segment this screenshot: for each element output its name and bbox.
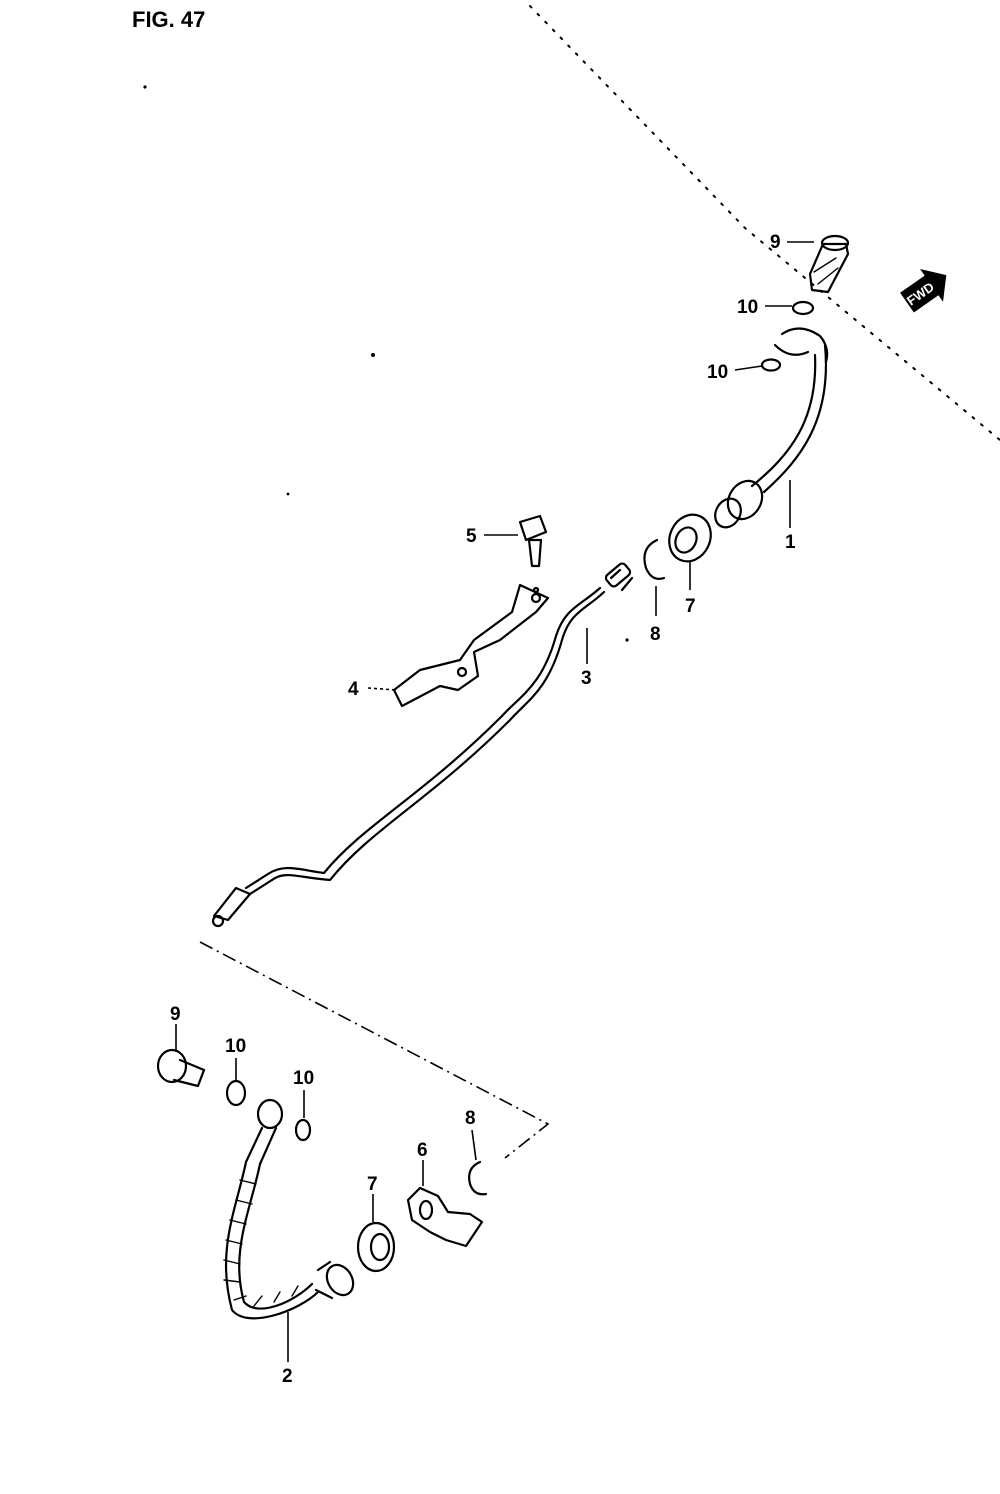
callout-10: 10 xyxy=(707,362,728,383)
speck xyxy=(625,638,629,642)
part-7-grommet-top xyxy=(668,513,712,563)
forward-arrow-icon xyxy=(900,269,947,313)
callout-8: 8 xyxy=(465,1108,476,1129)
callout-10: 10 xyxy=(737,297,758,318)
callout-5: 5 xyxy=(466,526,477,547)
part-10-washer xyxy=(760,358,782,372)
part-10-washer xyxy=(791,300,815,316)
speck xyxy=(286,492,290,496)
callout-10: 10 xyxy=(293,1068,314,1089)
callout-7: 7 xyxy=(685,596,696,617)
part-8-clip-top xyxy=(643,538,666,580)
part-3-brake-pipe xyxy=(211,562,634,928)
callout-10: 10 xyxy=(225,1036,246,1057)
callout-8: 8 xyxy=(650,624,661,645)
bracket-hole xyxy=(456,666,468,678)
part-10-washer xyxy=(294,1118,312,1142)
figure-title: FIG. 47 xyxy=(132,7,205,32)
callout-1: 1 xyxy=(785,532,796,553)
leader-line xyxy=(367,687,397,691)
speck xyxy=(371,353,375,357)
part-6-hose-bracket xyxy=(406,1186,484,1248)
leader-line xyxy=(471,1129,477,1161)
part-2-brake-hose-lower xyxy=(223,1098,355,1320)
callout-6: 6 xyxy=(417,1140,428,1161)
callout-2: 2 xyxy=(282,1366,293,1387)
bracket-hole xyxy=(418,1199,434,1221)
part-1-brake-hose-upper xyxy=(714,327,829,529)
leader-line xyxy=(734,365,763,371)
part-9-union-bolt-top xyxy=(808,234,850,294)
callout-7: 7 xyxy=(367,1174,378,1195)
callout-9: 9 xyxy=(770,232,781,253)
connection-dash-dot-line xyxy=(199,941,550,1159)
part-8-clip-bottom xyxy=(468,1160,488,1196)
part-9-union-bolt-bottom xyxy=(156,1048,206,1088)
bracket-hole xyxy=(530,592,542,604)
frame-dotted-line xyxy=(529,5,1000,441)
callout-4: 4 xyxy=(348,679,359,700)
part-7-grommet-bottom xyxy=(356,1221,396,1273)
part-4-bracket xyxy=(392,583,550,708)
fwd-marker: FWD xyxy=(900,269,947,313)
callout-3: 3 xyxy=(581,668,592,689)
speck xyxy=(143,85,147,89)
part-5-bolt xyxy=(518,514,548,594)
callout-9: 9 xyxy=(170,1004,181,1025)
part-10-washer xyxy=(225,1079,247,1107)
